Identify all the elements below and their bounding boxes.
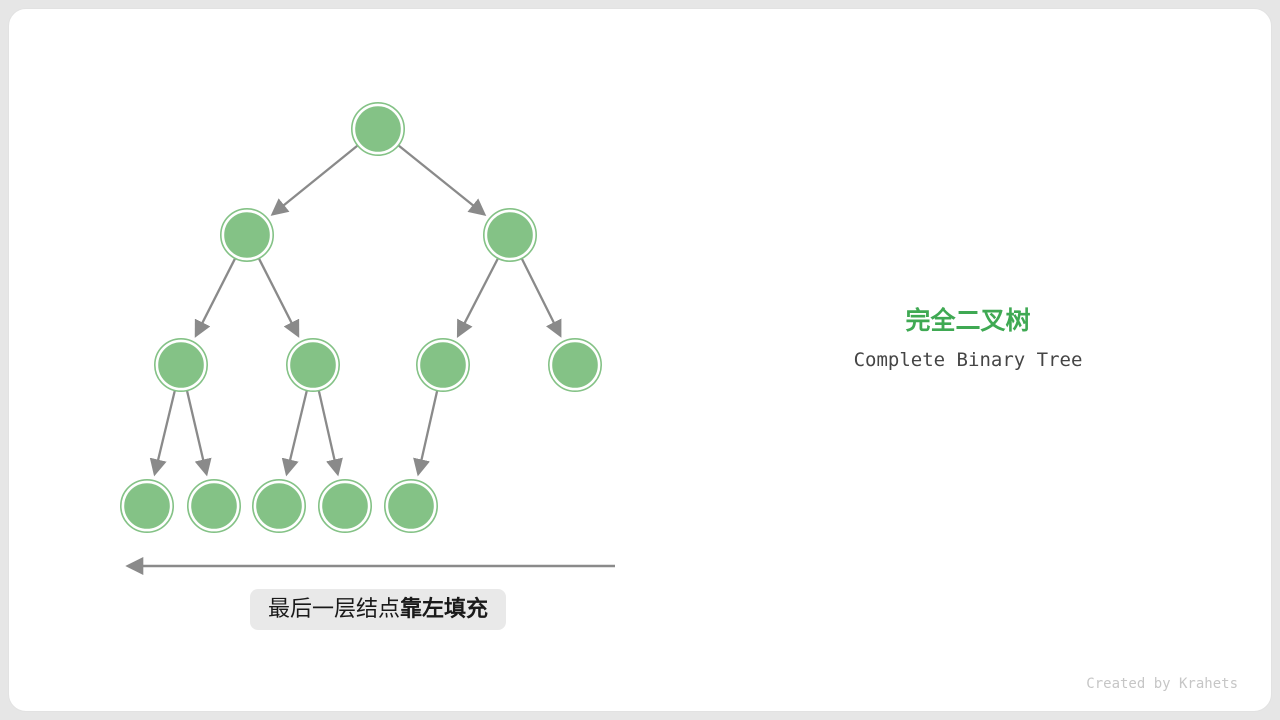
card — [8, 8, 1272, 712]
tree-edge — [281, 390, 309, 477]
tree-node — [154, 337, 209, 392]
tree-node — [482, 208, 537, 263]
tree-node — [383, 478, 438, 533]
tree-edge — [397, 144, 487, 216]
title-en: Complete Binary Tree — [853, 349, 1083, 371]
tree-edge — [520, 257, 562, 338]
tree-edge — [149, 390, 177, 477]
caption-badge: 最后一层结点靠左填充 — [249, 589, 507, 630]
tree-node — [350, 102, 405, 157]
tree-node — [120, 478, 175, 533]
tree-node — [220, 208, 275, 263]
tree-edge — [194, 257, 237, 338]
title-zh: 完全二叉树 — [905, 307, 1031, 335]
credit: Created by Krahets — [1086, 676, 1238, 692]
tree-edge — [413, 390, 439, 477]
tree-node — [317, 478, 372, 533]
tree-node — [547, 337, 602, 392]
caption-text-bold: 靠左填充 — [400, 596, 489, 621]
tree-edge — [456, 257, 500, 338]
tree-edge — [270, 144, 359, 216]
tree-edge — [257, 257, 300, 338]
tree-edge — [185, 390, 212, 477]
caption-text: 最后一层结点 — [267, 596, 400, 621]
tree-node — [252, 478, 307, 533]
tree-node — [285, 337, 340, 392]
tree-node — [187, 478, 242, 533]
tree-node — [415, 337, 470, 392]
tree-edge — [317, 390, 343, 477]
